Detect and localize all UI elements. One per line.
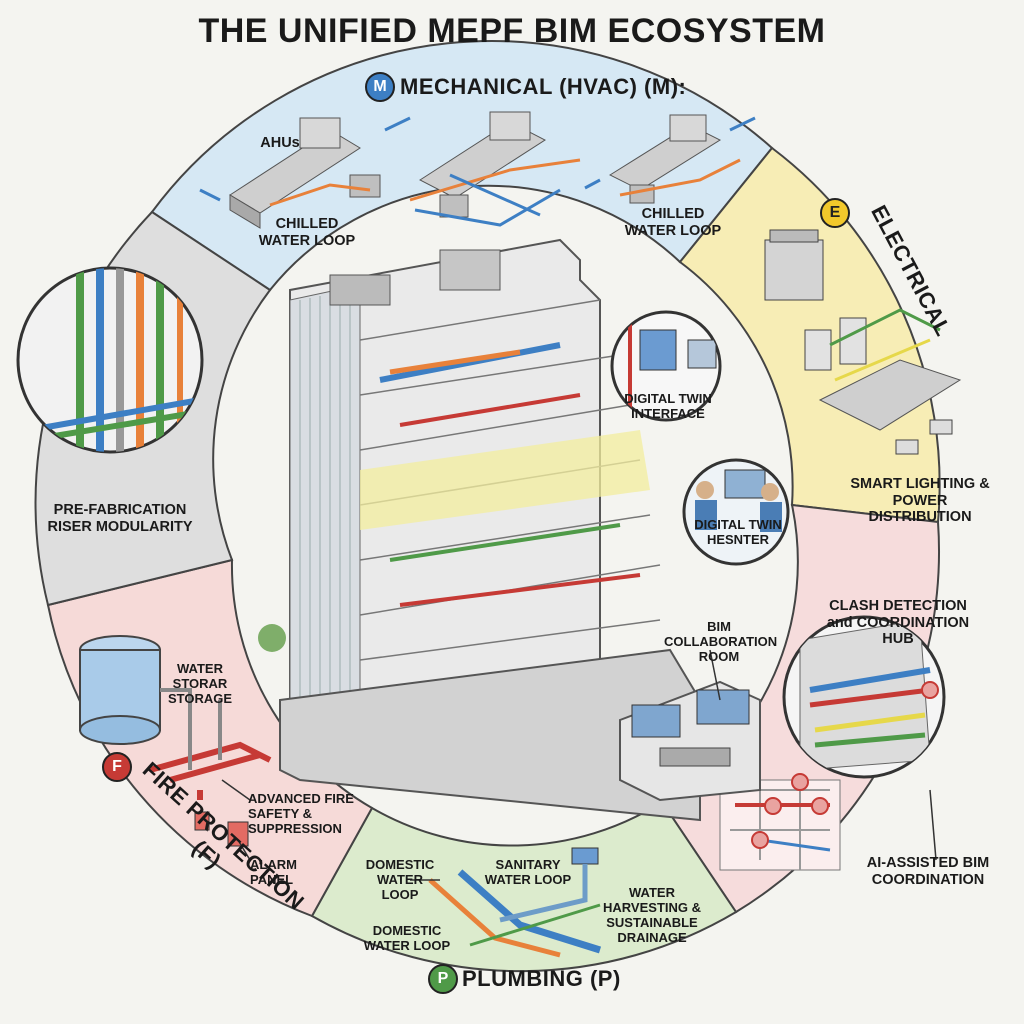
clash-title: CLASH DETECTION and COORDINATION HUB [826, 598, 970, 648]
building-illustration [258, 238, 701, 822]
leader-bim-room [709, 649, 721, 701]
plumbing-harvesting-label: WATER HARVESTING & SUSTAINABLE DRAINAGE [603, 885, 701, 945]
fire-alarm-label: ALARM PANEL [250, 857, 297, 887]
callout-digital-twin-interface: DIGITAL TWIN INTERFACE [624, 391, 712, 421]
mech-ahus-label: AHUs [260, 135, 300, 151]
callout-digital-twin-hesnter: DIGITAL TWIN HESNTER [694, 517, 782, 547]
plumbing-title: PLUMBING (P) [462, 966, 621, 991]
ahu-illustration-2 [409, 111, 581, 227]
fire-advanced-label: ADVANCED FIRE SAFETY & SUPPRESSION [248, 791, 354, 836]
ahu-illustration-1 [199, 116, 411, 229]
fire-illustration [79, 635, 272, 847]
mechanical-badge: M [365, 72, 395, 102]
page-title: THE UNIFIED MEPF BIM ECOSYSTEM [198, 12, 826, 50]
leader-alarm [237, 839, 251, 861]
leader-ai-coordination [929, 789, 937, 861]
mechanical-title: MECHANICAL (HVAC) (M): [400, 74, 687, 99]
plumbing-pipes [428, 847, 602, 958]
plumbing-sanitary-label: SANITARY WATER LOOP [484, 857, 572, 887]
leader-advanced [221, 779, 251, 801]
electrical-badge: E [820, 198, 850, 228]
digital-twin-interface-magnifier [610, 310, 722, 422]
mech-chilled-label-2: CHILLED WATER LOOP [624, 206, 722, 239]
bim-room-illustration [619, 680, 761, 802]
electrical-illustration [764, 229, 962, 455]
clash-ai-label: AI-ASSISTED BIM COORDINATION [866, 855, 990, 888]
plumbing-domestic-label-1: DOMESTIC WATER LOOP [365, 857, 435, 902]
clash-plan-drawing [719, 773, 841, 871]
mech-chilled-label-1: CHILLED WATER LOOP [258, 216, 356, 249]
callout-bim-room: BIM COLLABORATION ROOM [664, 619, 778, 664]
fire-storage-label: WATER STORAR STORAGE [167, 661, 233, 706]
riser-prefab-label: PRE-FABRICATION RISER MODULARITY [47, 502, 193, 535]
plumbing-badge: P [428, 964, 458, 994]
digital-twin-hesnter-magnifier [682, 458, 790, 566]
ahu-illustration-3 [584, 114, 756, 204]
clash-hub-magnifier [782, 615, 946, 779]
fire-badge: F [102, 752, 132, 782]
riser-magnifier [16, 266, 204, 454]
electrical-lighting-label: SMART LIGHTING & POWER DISTRIBUTION [850, 476, 990, 526]
plumbing-domestic-label-2: DOMESTIC WATER LOOP [363, 923, 451, 953]
